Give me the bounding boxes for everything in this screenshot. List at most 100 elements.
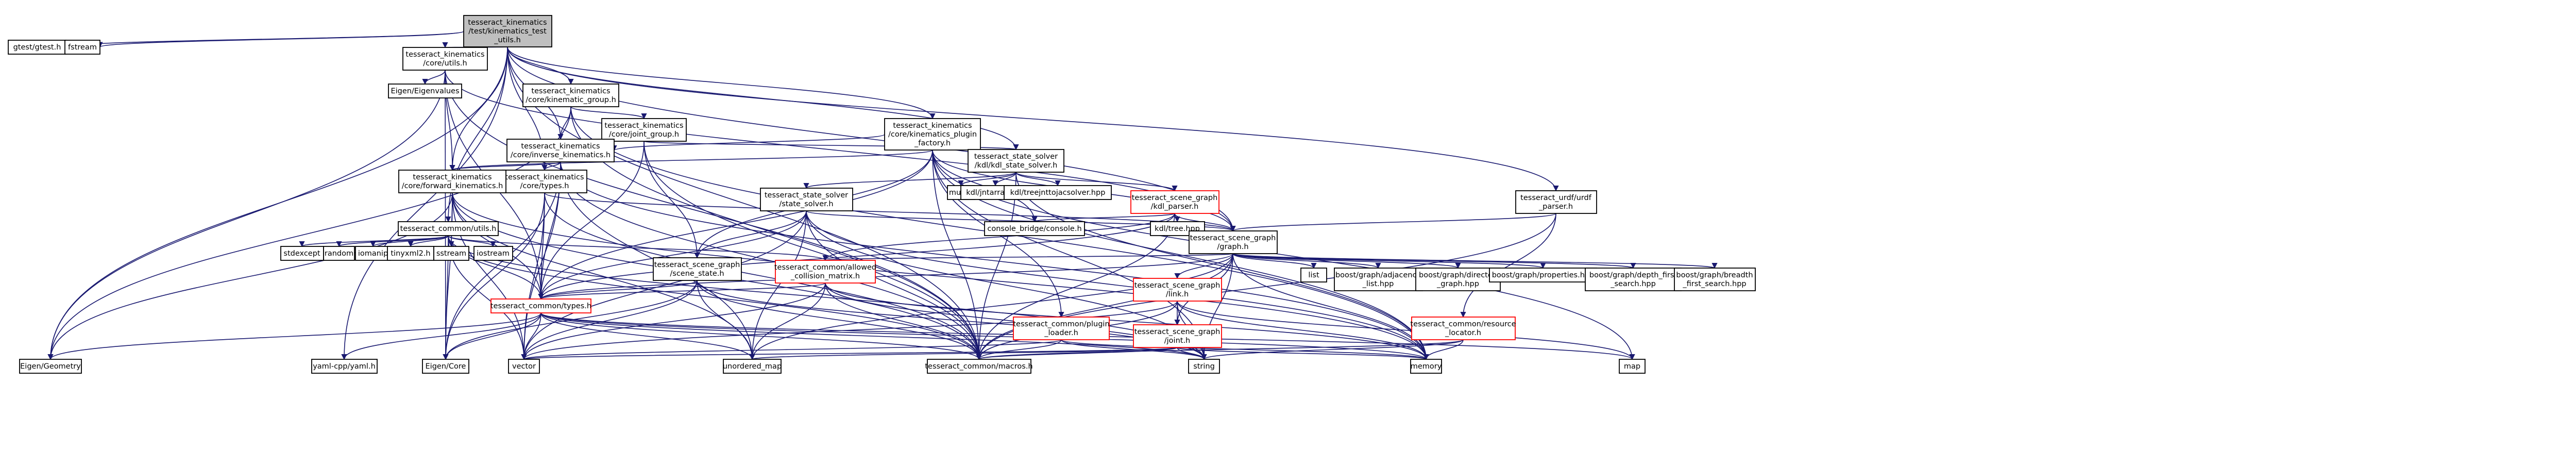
edge (47, 312, 541, 360)
node-box (506, 139, 615, 162)
node-boost-directed[interactable]: boost/graph/directed_graph.hpp (1415, 268, 1501, 291)
edge (1201, 339, 1464, 360)
edge (1031, 213, 1175, 223)
node-boost-bfs[interactable]: boost/graph/breadth_first_search.hpp (1674, 268, 1756, 291)
edge-sg-joint-to-unordered-map (750, 347, 1178, 360)
edge (538, 141, 645, 300)
node-inverse-kin[interactable]: tesseract_kinematics/core/inverse_kinema… (506, 139, 615, 162)
edge (749, 253, 1233, 360)
node-fstream[interactable]: fstream (64, 40, 100, 55)
node-state-solver[interactable]: tesseract_state_solver/state_solver.h (760, 188, 853, 211)
edge-kin-factory-to-common-types (538, 149, 933, 300)
edge (976, 339, 1062, 360)
node-box (601, 118, 687, 142)
node-stdexcept[interactable]: stdexcept (280, 246, 324, 261)
node-kdl-solver[interactable]: tesseract_state_solver/kdl/kdl_state_sol… (968, 149, 1064, 173)
node-plugin-loader[interactable]: tesseract_common/plugin_loader.h (1013, 317, 1110, 340)
node-kdl-treejnt[interactable]: kdl/treejnttojacsolver.hpp (1004, 185, 1112, 200)
edge (521, 301, 1178, 360)
node-box (490, 298, 591, 313)
node-console-bridge[interactable]: console_bridge/console.h (984, 221, 1085, 236)
edge-kdl-solver-to-kdl-treejnt (1015, 172, 1061, 187)
node-resource-locator[interactable]: tesseract_common/resource_locator.h (1410, 317, 1516, 340)
edge (445, 46, 508, 223)
edge-sg-graph-to-macros (976, 253, 1233, 360)
node-label-line: /core/forward_kinematics.h (402, 182, 503, 190)
edge-sg-joint-to-memory (1177, 347, 1429, 360)
node-iostream[interactable]: iostream (473, 246, 513, 261)
node-core-types[interactable]: tesseract_kinematics/core/types.h (502, 170, 587, 193)
node-yaml-cpp[interactable]: yaml-cpp/yaml.h (311, 359, 378, 374)
edge-kdl-solver-to-kdl-parser (1015, 172, 1178, 192)
node-tinyxml2[interactable]: tinyxml2.h (387, 246, 434, 261)
node-boost-adj[interactable]: boost/graph/adjacency_list.hpp (1334, 268, 1423, 291)
node-eigen-geometry[interactable]: Eigen/Geometry (19, 359, 82, 374)
node-gtest[interactable]: gtest/gtest.h (8, 40, 66, 55)
edge-forward-kin-to-memory (452, 192, 1429, 360)
node-common-utils[interactable]: tesseract_common/utils.h (398, 221, 499, 236)
edge-core-utils-to-macros (445, 70, 982, 360)
node-box (1013, 317, 1110, 340)
edge-inverse-kin-to-memory (560, 161, 1429, 360)
edge (992, 172, 1016, 187)
node-kdl-parser[interactable]: tesseract_scene_graph/kdl_parser.h (1130, 190, 1219, 214)
node-kdl-tree[interactable]: kdl/tree.hpp (1150, 221, 1205, 236)
node-string[interactable]: string (1188, 359, 1220, 374)
edge-inverse-kin-to-core-types (541, 161, 561, 171)
node-label-line: /core/types.h (520, 182, 569, 190)
edge (1015, 172, 1429, 360)
edge-kdl-parser-to-common-types (538, 213, 1175, 300)
node-label-line: tesseract_kinematics (405, 51, 484, 59)
node-sg-graph[interactable]: tesseract_scene_graph/graph.h (1189, 230, 1278, 254)
node-common-types[interactable]: tesseract_common/types.h (490, 298, 591, 313)
node-sg-joint[interactable]: tesseract_scene_graph/joint.h (1133, 324, 1222, 348)
node-core-utils[interactable]: tesseract_kinematics/core/utils.h (402, 47, 488, 71)
edge (544, 192, 982, 360)
node-boost-properties[interactable]: boost/graph/properties.hpp (1489, 268, 1597, 282)
node-box (1619, 359, 1646, 374)
node-box (508, 359, 540, 374)
edge-joint-group-to-kdl-solver (643, 141, 1019, 151)
node-sstream[interactable]: sstream (433, 246, 469, 261)
edge-root-to-common-utils (445, 46, 508, 223)
edge-joint-group-to-macros (643, 141, 982, 360)
node-map[interactable]: map (1619, 359, 1646, 374)
node-label-line: Eigen/Geometry (20, 362, 81, 371)
node-root[interactable]: tesseract_kinematics/test/kinematics_tes… (463, 15, 552, 47)
node-random[interactable]: random (323, 246, 355, 261)
node-label-line: random (325, 250, 353, 258)
node-kin-factory[interactable]: tesseract_kinematics/core/kinematics_plu… (884, 118, 981, 151)
node-sg-scene-state[interactable]: tesseract_scene_graph/scene_state.h (653, 257, 742, 281)
node-allowed-collision[interactable]: tesseract_common/allowed_collision_matri… (774, 260, 876, 284)
node-label-line: tesseract_scene_graph (1134, 328, 1221, 336)
node-forward-kin[interactable]: tesseract_kinematics/core/forward_kinema… (398, 170, 506, 193)
edge (976, 213, 1175, 360)
edge (976, 347, 1178, 360)
node-label-line: vector (512, 362, 536, 371)
node-sg-link[interactable]: tesseract_scene_graph/link.h (1133, 278, 1222, 302)
edge-sg-graph-to-allowed-collision (823, 253, 1233, 261)
node-label-line: tesseract_kinematics (604, 122, 683, 130)
node-eigen-core[interactable]: Eigen/Core (422, 359, 469, 374)
edge (445, 70, 982, 360)
edge (1177, 347, 1207, 360)
node-macros[interactable]: tesseract_common/macros.h (925, 359, 1033, 374)
edge (1460, 213, 1556, 318)
node-unordered-map[interactable]: unordered_map (723, 359, 782, 374)
edge-common-types-to-memory (540, 312, 1429, 360)
node-box (775, 260, 876, 284)
node-kinematic-group[interactable]: tesseract_kinematics/core/kinematic_grou… (522, 84, 619, 107)
node-urdf-parser[interactable]: tesseract_urdf/urdf_parser.h (1515, 190, 1597, 214)
node-memory[interactable]: memory (1410, 359, 1442, 374)
node-label-line: /test/kinematics_test (468, 27, 547, 36)
node-iomanip[interactable]: iomanip (355, 246, 391, 261)
node-boost-dfs[interactable]: boost/graph/depth_first_search.hpp (1585, 268, 1682, 291)
node-label-line: /state_solver.h (779, 200, 833, 208)
node-vector[interactable]: vector (508, 359, 540, 374)
edge (1232, 253, 1717, 269)
node-joint-group[interactable]: tesseract_kinematics/core/joint_group.h (601, 118, 687, 142)
node-label-line: kdl/treejnttojacsolver.hpp (1010, 189, 1106, 197)
node-list[interactable]: list (1300, 268, 1327, 282)
edge-kin-factory-to-forward-kin (449, 149, 933, 171)
node-eigen-eigenvalues[interactable]: Eigen/Eigenvalues (388, 84, 462, 98)
